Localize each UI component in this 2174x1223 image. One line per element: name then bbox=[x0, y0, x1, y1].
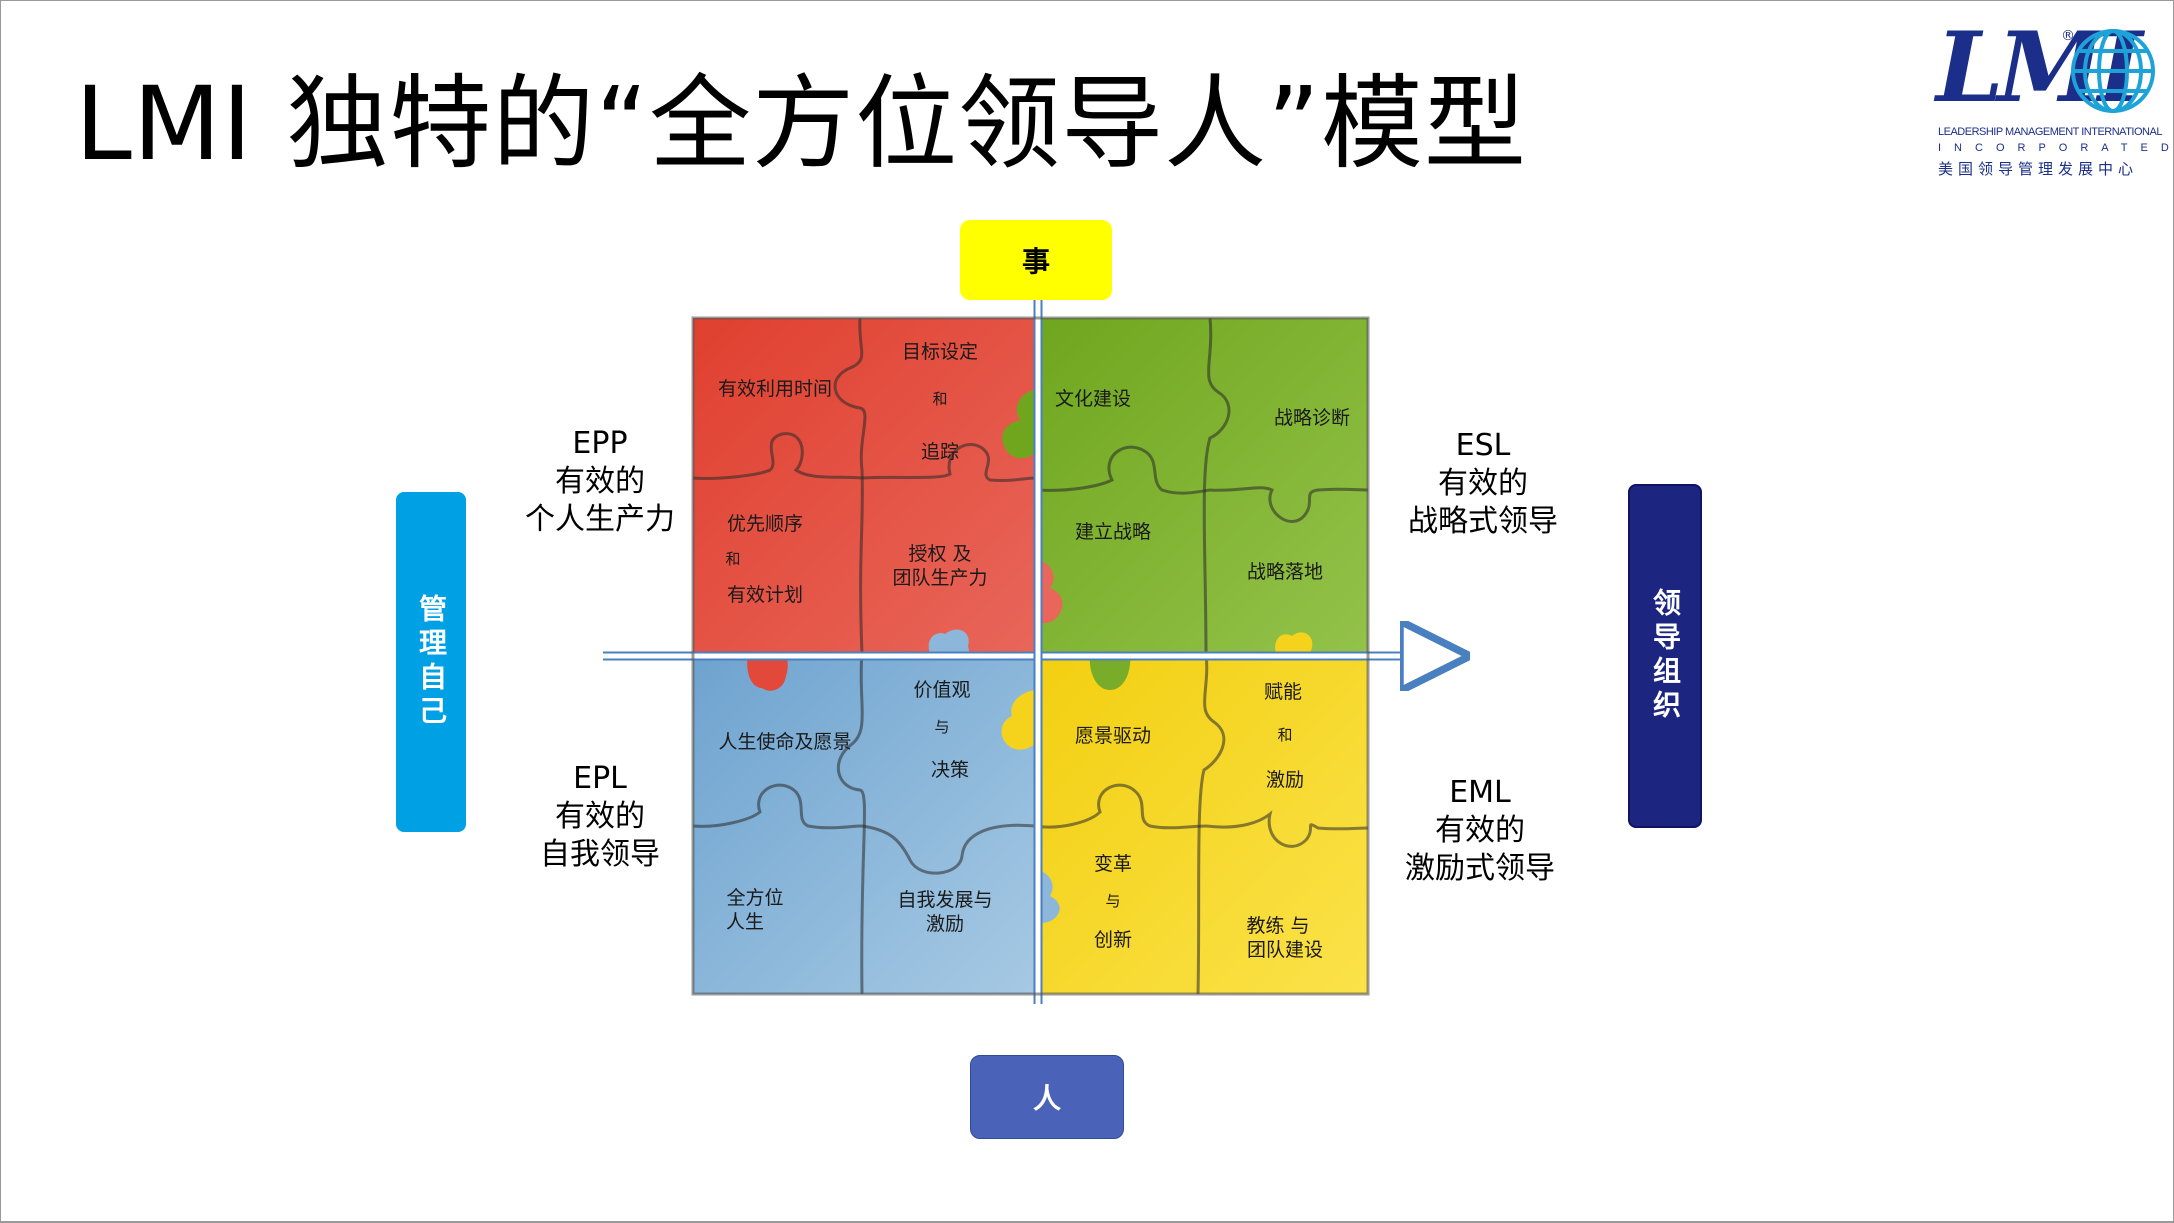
quadrant-green bbox=[1035, 318, 1368, 653]
piece-coaching-line1: 教练 与 bbox=[1246, 915, 1309, 937]
page-title: LMI 独特的“全方位领导人”模型 bbox=[75, 65, 1528, 184]
quadrant-line2-esl: 战略式领导 bbox=[1408, 504, 1558, 539]
logo-chinese-name: 美国领导管理发展中心 bbox=[1938, 160, 2139, 178]
piece-priorities-line2: 和 bbox=[725, 550, 740, 568]
piece-change-line3: 创新 bbox=[1094, 929, 1132, 951]
piece-coaching-line2: 团队建设 bbox=[1247, 939, 1323, 961]
quadrant-code-epl: EPL bbox=[573, 761, 627, 796]
axis-label-lead-org-text: 领导组织 bbox=[1649, 588, 1682, 724]
piece-whole-life-line2: 人生 bbox=[726, 911, 764, 933]
quadrant-code-esl: ESL bbox=[1455, 428, 1511, 463]
piece-time-management: 有效利用时间 bbox=[718, 378, 832, 400]
quadrant-line1-esl: 有效的 bbox=[1438, 466, 1528, 501]
knob-yellow-into-green bbox=[1275, 632, 1313, 653]
axis-label-people: 人 bbox=[970, 1055, 1124, 1139]
quadrant-label-esl: ESL 有效的 战略式领导 bbox=[1393, 427, 1573, 541]
piece-priorities-line1: 优先顺序 bbox=[727, 513, 803, 535]
piece-goal-setting-line1: 目标设定 bbox=[902, 341, 978, 363]
piece-change-line2: 与 bbox=[1105, 892, 1120, 910]
knob-green-into-yellow bbox=[1089, 653, 1131, 690]
logo-registered-mark: ® bbox=[2061, 28, 2075, 44]
quadrant-line1-epl: 有效的 bbox=[555, 799, 645, 834]
knob-green-into-red bbox=[1002, 390, 1035, 459]
logo-incorporated: INCORPORATED bbox=[1938, 142, 2174, 154]
quadrant-label-epp: EPP 有效的 个人生产力 bbox=[510, 425, 690, 539]
quadrant-yellow bbox=[1035, 653, 1368, 994]
axis-label-lead-org: 领导组织 bbox=[1628, 484, 1702, 828]
piece-self-development-line2: 激励 bbox=[926, 913, 964, 935]
knob-red-into-blue bbox=[747, 653, 788, 691]
piece-empowerment-line3: 激励 bbox=[1266, 769, 1304, 791]
quadrant-line1-eml: 有效的 bbox=[1435, 813, 1525, 848]
axis-label-people-text: 人 bbox=[1032, 1082, 1061, 1115]
quadrant-line2-eml: 激励式领导 bbox=[1405, 851, 1555, 886]
piece-strategy-execution: 战略落地 bbox=[1247, 561, 1323, 583]
axis-label-manage-self: 管理自己 bbox=[396, 492, 466, 832]
quadrant-red bbox=[693, 318, 1035, 653]
piece-priorities-line3: 有效计划 bbox=[727, 584, 803, 606]
globe-icon bbox=[2071, 29, 2155, 113]
puzzle-seams bbox=[692, 317, 1369, 995]
piece-goal-setting-line3: 追踪 bbox=[921, 441, 959, 463]
piece-self-development-line1: 自我发展与 bbox=[897, 889, 992, 911]
piece-vision-driven: 愿景驱动 bbox=[1075, 725, 1151, 747]
piece-change-line1: 变革 bbox=[1094, 853, 1132, 875]
axis-label-manage-self-text: 管理自己 bbox=[415, 594, 448, 730]
knob-yellow-into-blue bbox=[1001, 690, 1035, 750]
puzzle-frame bbox=[691, 316, 1370, 996]
quadrant-line1-epp: 有效的 bbox=[555, 464, 645, 499]
quadrant-line2-epl: 自我领导 bbox=[540, 837, 660, 872]
piece-whole-life-line1: 全方位 bbox=[726, 887, 783, 909]
piece-values-line2: 与 bbox=[934, 718, 949, 736]
quadrant-label-epl: EPL 有效的 自我领导 bbox=[510, 760, 690, 874]
knob-blue-into-red bbox=[928, 629, 969, 653]
piece-goal-setting-line2: 和 bbox=[932, 390, 947, 408]
lmi-logo: LMI ® LEADERSHIP MANAGEMENT INTERNATIONA… bbox=[1936, 20, 2169, 180]
piece-strategy-diagnosis: 战略诊断 bbox=[1274, 407, 1350, 429]
piece-life-mission: 人生使命及愿景 bbox=[718, 731, 851, 753]
piece-values-line3: 决策 bbox=[931, 759, 969, 781]
axis-label-task: 事 bbox=[960, 220, 1112, 300]
piece-values-line1: 价值观 bbox=[913, 679, 970, 701]
logo-tagline: LEADERSHIP MANAGEMENT INTERNATIONAL bbox=[1938, 126, 2162, 138]
quadrant-line2-epp: 个人生产力 bbox=[525, 502, 675, 537]
piece-empowerment-line1: 赋能 bbox=[1264, 681, 1302, 703]
quadrant-code-eml: EML bbox=[1449, 775, 1511, 810]
piece-delegation-line2: 团队生产力 bbox=[892, 567, 987, 589]
quadrant-code-epp: EPP bbox=[572, 426, 628, 461]
piece-empowerment-line2: 和 bbox=[1277, 726, 1292, 744]
piece-build-strategy: 建立战略 bbox=[1075, 521, 1151, 543]
axis-label-task-text: 事 bbox=[1021, 245, 1050, 278]
piece-delegation-line1: 授权 及 bbox=[908, 543, 971, 565]
piece-culture-building: 文化建设 bbox=[1055, 388, 1131, 410]
quadrant-label-eml: EML 有效的 激励式领导 bbox=[1390, 774, 1570, 888]
